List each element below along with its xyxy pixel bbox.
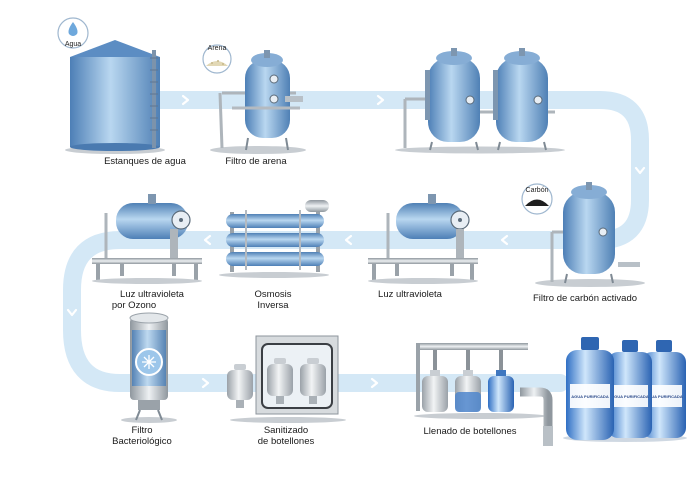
final-bottle: AGUA PURIFICADA	[566, 337, 614, 440]
stage-label-carbon-filter: Filtro de carbón activado	[533, 293, 637, 304]
stage-label-water-tanks: Estanques de agua	[104, 156, 187, 167]
flow-arrow	[66, 308, 78, 317]
stage-label-bacterial-1: Filtro	[131, 425, 152, 436]
final-bottles: AGUA PURIFICADA AGUA PURIFICADA AGUA PUR…	[563, 337, 687, 442]
flow-arrow	[181, 94, 190, 106]
uv-ozone-unit	[92, 194, 202, 284]
svg-text:AGUA PURIFICADA: AGUA PURIFICADA	[611, 394, 649, 399]
sand-bubble: Arena	[202, 44, 232, 74]
flow-arrow	[344, 234, 353, 246]
carbon-pile-icon	[525, 199, 549, 206]
water-bubble-label: Agua	[65, 41, 81, 48]
stage-label-uv-ozone-1: Luz ultravioleta	[120, 289, 185, 300]
filling-bottle	[488, 370, 514, 412]
flow-path	[63, 91, 649, 392]
water-drop-icon	[68, 22, 78, 36]
stage-label-osmosis-2: Inversa	[257, 300, 289, 311]
water-bubble: Agua	[57, 17, 89, 49]
flow-arrow	[201, 377, 210, 389]
stage-label-filling: Llenado de botellones	[424, 426, 517, 437]
uv-light-unit	[368, 194, 478, 284]
stage-label-bacterial-2: Bacteriológico	[112, 436, 172, 447]
sand-bubble-label: Arena	[208, 45, 227, 52]
sand-filter	[210, 50, 306, 154]
carbon-bubble: Carbón	[521, 183, 553, 215]
stage-label-sanitize-1: Sanitizado	[264, 425, 308, 436]
final-bottle: AGUA PURIFICADA	[642, 340, 686, 438]
filling-unit	[414, 343, 553, 446]
flow-arrow	[203, 234, 212, 246]
stage-label-sanitize-2: de botellones	[258, 436, 315, 447]
sanitizing-bottle	[227, 364, 253, 408]
stage-label-osmosis-1: Osmosis	[255, 289, 292, 300]
final-bottle: AGUA PURIFICADA	[608, 340, 652, 438]
reverse-osmosis-unit	[219, 200, 329, 278]
filling-bottle	[422, 370, 448, 412]
sanitizing-bottle	[300, 358, 326, 404]
flow-arrow	[370, 377, 379, 389]
carbon-filter	[535, 182, 645, 287]
sanitizing-bottle	[267, 358, 293, 404]
flow-arrow	[500, 234, 509, 246]
svg-text:AGUA PURIFICADA: AGUA PURIFICADA	[571, 394, 609, 399]
twin-filters	[395, 48, 565, 154]
flow-arrow	[634, 166, 646, 175]
bacteriological-filter	[121, 312, 177, 423]
sanitizing-unit	[227, 335, 346, 423]
water-tank	[65, 40, 165, 154]
stage-label-sand-filter: Filtro de arena	[225, 156, 287, 167]
carbon-bubble-label: Carbón	[526, 187, 549, 194]
filling-bottle	[455, 370, 481, 412]
stage-label-uv-light: Luz ultravioleta	[378, 289, 443, 300]
flow-arrow	[376, 94, 385, 106]
flow-arrows	[66, 94, 646, 389]
stage-label-uv-ozone-2: por Ozono	[112, 300, 156, 311]
svg-text:AGUA PURIFICADA: AGUA PURIFICADA	[645, 394, 683, 399]
